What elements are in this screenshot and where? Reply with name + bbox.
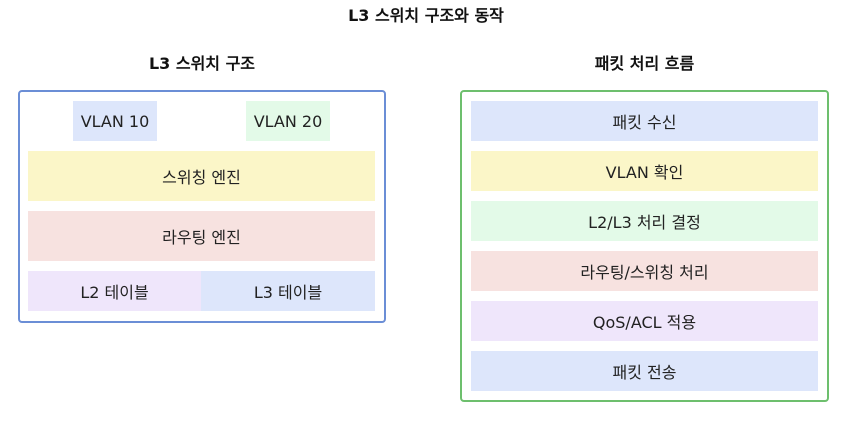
flow-step-label: VLAN 확인: [605, 163, 684, 182]
flow-step-label: 라우팅/스위칭 처리: [580, 263, 709, 282]
flow-step-qos-acl: QoS/ACL 적용: [471, 301, 818, 341]
l2-table-box: L2 테이블: [28, 271, 201, 311]
vlan-10-label: VLAN 10: [80, 111, 150, 131]
l3-table-box: L3 테이블: [201, 271, 375, 311]
routing-engine-box: 라우팅 엔진: [28, 211, 375, 261]
l2-table-label: L2 테이블: [80, 283, 149, 302]
flow-step-label: 패킷 전송: [612, 363, 677, 382]
routing-engine-label: 라우팅 엔진: [162, 228, 241, 247]
vlan-20-label: VLAN 20: [253, 111, 323, 131]
vlan-20-box: VLAN 20: [246, 101, 330, 141]
diagram-title: L3 스위치 구조와 동작: [348, 6, 504, 25]
flow-step-vlan-check: VLAN 확인: [471, 151, 818, 191]
flow-step-receive: 패킷 수신: [471, 101, 818, 141]
flow-step-label: QoS/ACL 적용: [592, 313, 697, 332]
flow-step-decision: L2/L3 처리 결정: [471, 201, 818, 241]
flow-step-label: 패킷 수신: [612, 113, 677, 132]
flow-step-transmit: 패킷 전송: [471, 351, 818, 391]
vlan-10-box: VLAN 10: [73, 101, 157, 141]
switching-engine-box: 스위칭 엔진: [28, 151, 375, 201]
l3-table-label: L3 테이블: [253, 283, 323, 302]
flow-panel: [460, 90, 829, 402]
switching-engine-label: 스위칭 엔진: [162, 168, 241, 187]
structure-title: L3 스위치 구조: [148, 54, 256, 73]
flow-title: 패킷 처리 흐름: [594, 54, 695, 73]
flow-step-routing-switching: 라우팅/스위칭 처리: [471, 251, 818, 291]
flow-step-label: L2/L3 처리 결정: [588, 213, 701, 232]
